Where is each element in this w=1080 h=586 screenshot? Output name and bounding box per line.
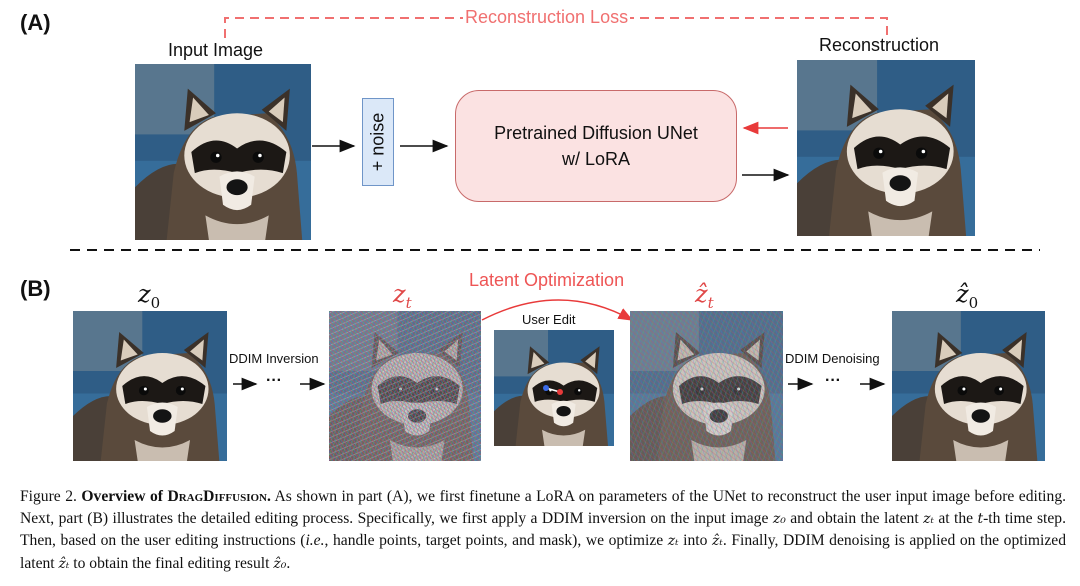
noise-box: + noise bbox=[362, 98, 394, 186]
zt-label: zt bbox=[393, 280, 412, 312]
zt-hat-optimized-latent-image bbox=[630, 311, 783, 461]
z0-hat-result-image bbox=[892, 311, 1045, 461]
z0-label: z0 bbox=[138, 280, 161, 312]
input-image-label: Input Image bbox=[168, 40, 264, 60]
part-b-label: (B) bbox=[20, 276, 51, 301]
figure-caption: Figure 2. Overview of DragDiffusion. As … bbox=[20, 488, 1067, 572]
zt-noisy-latent-image bbox=[329, 311, 481, 461]
part-a-label: (A) bbox=[20, 10, 51, 35]
section-divider bbox=[70, 249, 1040, 251]
unet-lora-box: Pretrained Diffusion UNet w/ LoRA bbox=[455, 90, 737, 202]
user-edit-label: User Edit bbox=[522, 312, 576, 327]
reconstruction-image bbox=[797, 60, 975, 236]
reconstruction-label: Reconstruction bbox=[819, 35, 940, 55]
input-image bbox=[135, 64, 311, 240]
unet-label-line1: Pretrained Diffusion UNet bbox=[494, 123, 698, 143]
raccoon-photo-icon bbox=[892, 311, 1045, 461]
noise-label: + noise bbox=[367, 112, 388, 172]
ellipsis-left: ··· bbox=[266, 372, 282, 389]
zt-hat-label: ẑt bbox=[695, 280, 714, 312]
z0-image bbox=[73, 311, 227, 461]
latent-optimization-label: Latent Optimization bbox=[469, 270, 625, 290]
part-b-connectors bbox=[233, 299, 886, 391]
unet-label-line2: w/ LoRA bbox=[561, 149, 631, 169]
latent-optimization-arrow bbox=[481, 299, 634, 321]
raccoon-photo-icon bbox=[73, 311, 227, 461]
ddim-inversion-label: DDIM Inversion bbox=[228, 351, 320, 366]
ddim-denoising-label: DDIM Denoising bbox=[784, 351, 881, 366]
ellipsis-right: ··· bbox=[825, 372, 841, 389]
raccoon-photo-icon bbox=[797, 60, 975, 236]
raccoon-photo-icon bbox=[135, 64, 311, 240]
reconstruction-loss-label: Reconstruction Loss bbox=[463, 7, 631, 28]
z0-hat-label: ẑ0 bbox=[956, 280, 979, 312]
user-edit-image bbox=[494, 330, 614, 446]
drag-handle-arrow-icon bbox=[543, 385, 563, 395]
